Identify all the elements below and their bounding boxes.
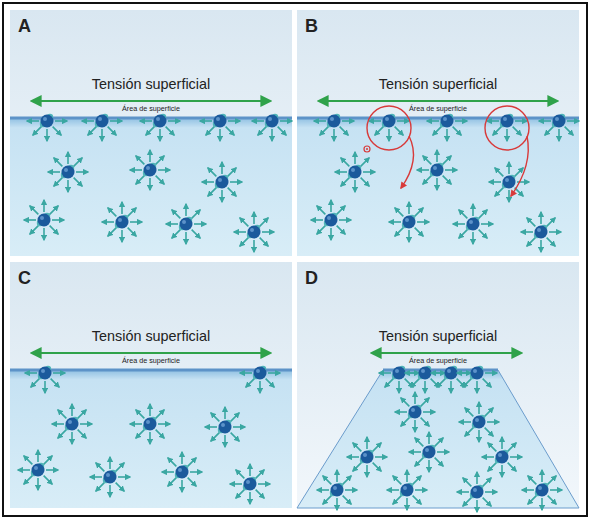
panel: A Tensión superficialÁrea de superficie — [10, 10, 292, 256]
surface-tension-label: Tensión superficial — [10, 76, 292, 92]
panel: D Tensión superficialÁrea de superficie — [297, 262, 579, 508]
panel-letter: D — [305, 268, 318, 289]
surface-area-label: Área de superficie — [10, 356, 292, 365]
panel: B Tensión superficialÁrea de superficie — [297, 10, 579, 256]
panel: C Tensión superficialÁrea de superficie — [10, 262, 292, 508]
panel-letter: A — [18, 16, 31, 37]
panel-letter: C — [18, 268, 31, 289]
surface-area-label: Área de superficie — [10, 104, 292, 113]
surface-tension-label: Tensión superficial — [10, 328, 292, 344]
surface-area-label: Área de superficie — [297, 104, 579, 113]
surface-tension-label: Tensión superficial — [297, 76, 579, 92]
panel-letter: B — [305, 16, 318, 37]
surface-area-label: Área de superficie — [297, 356, 579, 365]
surface-tension-label: Tensión superficial — [297, 328, 579, 344]
